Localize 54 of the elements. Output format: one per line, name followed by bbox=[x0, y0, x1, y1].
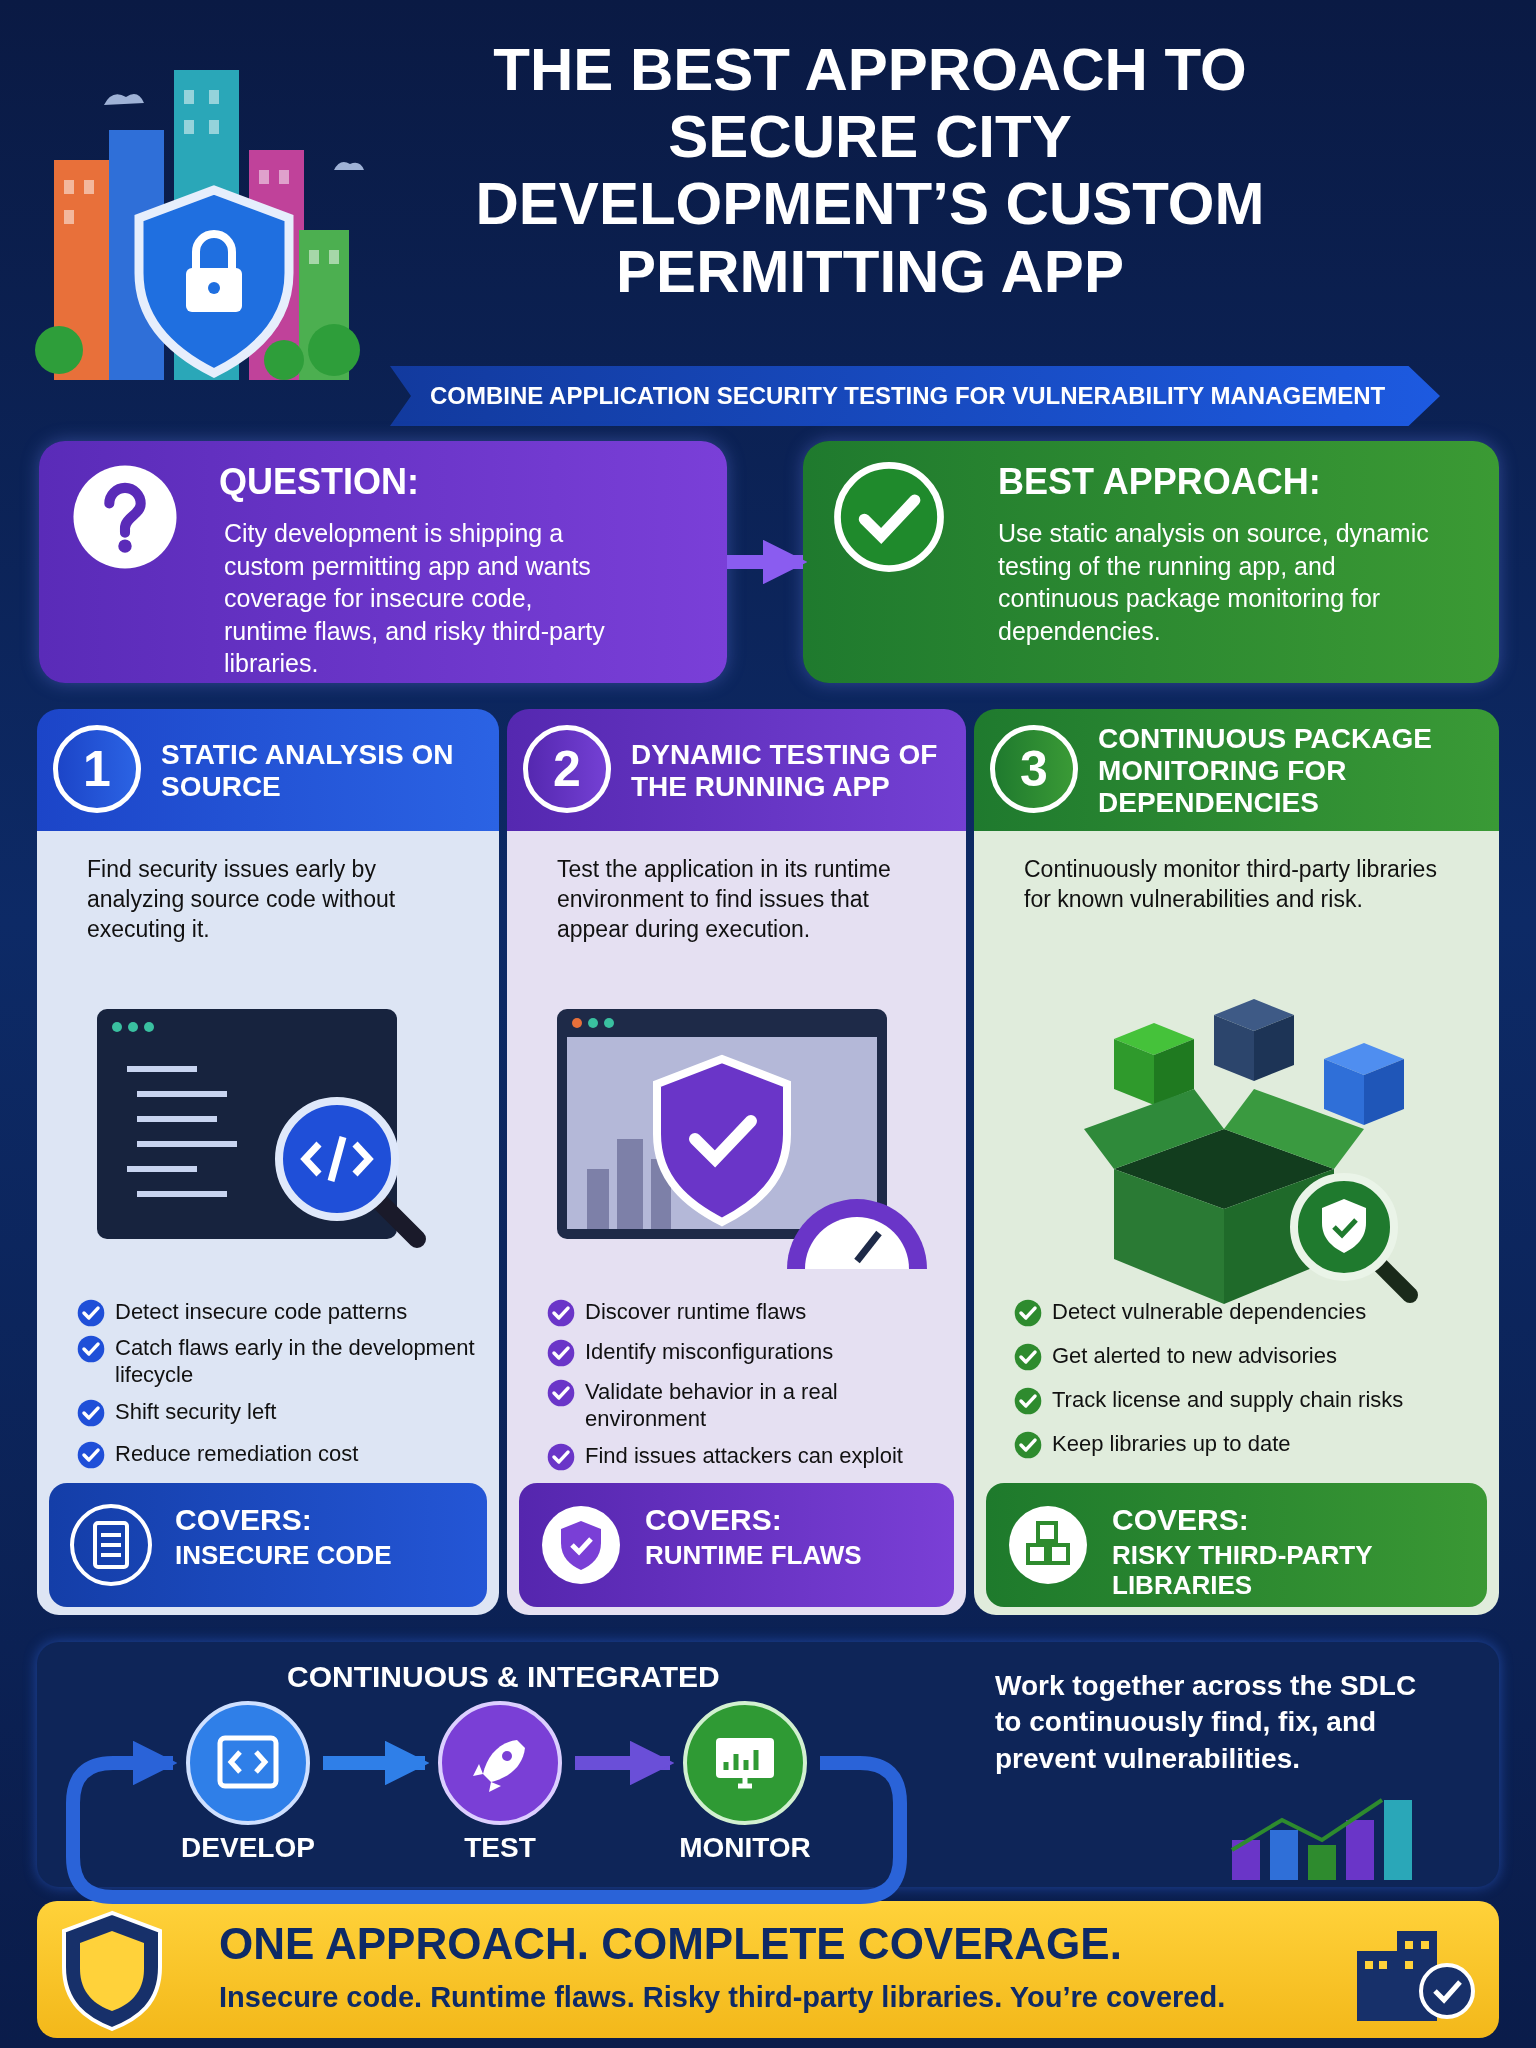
step-number: 3 bbox=[990, 725, 1078, 813]
bullet-text: Catch flaws early in the development lifecycle bbox=[115, 1335, 476, 1389]
bullet-text: Keep libraries up to date bbox=[1052, 1431, 1291, 1458]
process-panel bbox=[37, 1642, 1499, 1887]
covers-banner bbox=[986, 1483, 1487, 1607]
summary-banner bbox=[37, 1901, 1499, 2038]
panel-heading: CONTINUOUS & INTEGRATED bbox=[287, 1660, 720, 1694]
bullet-text: Reduce remediation cost bbox=[115, 1441, 359, 1468]
covers-text: RISKY THIRD-PARTY LIBRARIES bbox=[1112, 1541, 1374, 1601]
column-description: Find security issues early by analyzing source code without executing it. bbox=[87, 855, 397, 944]
panel-text: Work together across the SDLC to continuously find, fix, and prevent vulnerabilities. bbox=[995, 1669, 1418, 1776]
method-card bbox=[507, 709, 966, 1615]
callout-card bbox=[39, 441, 727, 683]
arrow bbox=[575, 1740, 675, 1786]
bullet-text: Track license and supply chain risks bbox=[1052, 1387, 1404, 1414]
bullet-text: Identify misconfigurations bbox=[585, 1339, 834, 1366]
step-label: DEVELOP bbox=[180, 1832, 316, 1864]
title: THE BEST APPROACH TO SECURE CITY DEVELOPMENT’S CUSTOM PERMITTING APP bbox=[474, 36, 1266, 305]
column-description: Continuously monitor third-party libraries for known vulnerabilities and risk. bbox=[1024, 855, 1438, 914]
arrow bbox=[727, 539, 808, 585]
bullet-text: Discover runtime flaws bbox=[585, 1299, 807, 1326]
bullet-text: Detect vulnerable dependencies bbox=[1052, 1299, 1367, 1326]
callout-card bbox=[803, 441, 1499, 683]
column-heading: CONTINUOUS PACKAGE MONITORING FOR DEPENDENCIES bbox=[1098, 721, 1433, 821]
step-label: MONITOR bbox=[678, 1832, 812, 1864]
covers-heading: COVERS: bbox=[1112, 1503, 1250, 1537]
card-text: Use static analysis on source, dynamic testing of the running app, and continuous package monitoring for dependencies. bbox=[998, 518, 1430, 647]
bullet-text: Validate behavior in a real environment bbox=[585, 1379, 839, 1433]
method-card bbox=[37, 709, 499, 1615]
column-heading: STATIC ANALYSIS ON SOURCE bbox=[161, 737, 455, 804]
card-heading: BEST APPROACH: bbox=[998, 461, 1322, 503]
covers-banner bbox=[49, 1483, 487, 1607]
covers-heading: COVERS: bbox=[645, 1503, 783, 1537]
subtitle-banner: COMBINE APPLICATION SECURITY TESTING FOR VULNERABILITY MANAGEMENT bbox=[390, 366, 1440, 426]
bullet-text: Detect insecure code patterns bbox=[115, 1299, 408, 1326]
covers-banner bbox=[519, 1483, 954, 1607]
method-card bbox=[974, 709, 1499, 1615]
covers-text: RUNTIME FLAWS bbox=[645, 1541, 863, 1571]
card-heading: QUESTION: bbox=[219, 461, 420, 503]
card-text: City development is shipping a custom permitting app and wants coverage for insecure code, runtime flaws, and risky third-party libraries. bbox=[224, 518, 606, 679]
column-heading: DYNAMIC TESTING OF THE RUNNING APP bbox=[631, 737, 939, 804]
covers-text: INSECURE CODE bbox=[175, 1541, 393, 1571]
summary-heading: ONE APPROACH. COMPLETE COVERAGE. bbox=[219, 1919, 1122, 1969]
bullet-text: Find issues attackers can exploit bbox=[585, 1443, 903, 1470]
step-label: TEST bbox=[463, 1832, 537, 1864]
bullet-text: Shift security left bbox=[115, 1399, 277, 1426]
covers-heading: COVERS: bbox=[175, 1503, 313, 1537]
bullet-text: Get alerted to new advisories bbox=[1052, 1343, 1337, 1370]
arrow bbox=[66, 1740, 907, 1904]
step-number: 2 bbox=[523, 725, 611, 813]
column-description: Test the application in its runtime environment to find issues that appear during execution. bbox=[557, 855, 892, 944]
summary-text: Insecure code. Runtime flaws. Risky third-party libraries. You’re covered. bbox=[219, 1981, 1226, 2014]
step-number: 1 bbox=[53, 725, 141, 813]
arrow bbox=[323, 1740, 430, 1786]
